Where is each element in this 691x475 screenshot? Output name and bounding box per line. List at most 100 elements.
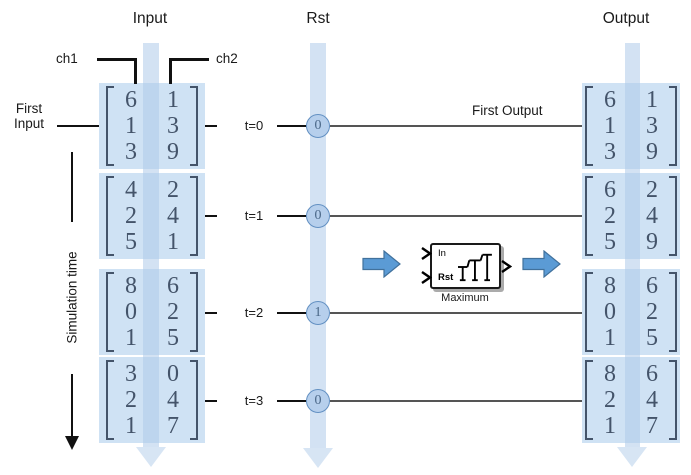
output-band-arrowhead — [617, 447, 647, 467]
input-column-header: Input — [132, 10, 168, 27]
matrix-column-ch2: 0 4 7 — [159, 361, 187, 439]
matrix-column-ch1: 6 1 3 — [596, 87, 624, 165]
matrix-column-ch1: 8 0 1 — [117, 273, 145, 351]
matrix-left-bracket — [106, 272, 114, 352]
time-label-t1: t=1 — [244, 208, 264, 223]
matrix-cell: 8 — [125, 273, 137, 299]
signal-line — [277, 312, 306, 314]
ch2-label: ch2 — [216, 51, 238, 66]
matrix-cell: 5 — [604, 229, 616, 255]
matrix-column-ch1: 8 0 1 — [596, 273, 624, 351]
matrix-cell: 1 — [125, 413, 137, 439]
matrix-cell: 2 — [604, 387, 616, 413]
matrix-right-bracket — [190, 360, 198, 440]
first-input-line1: First — [15, 101, 43, 116]
matrix-cell: 6 — [604, 87, 616, 113]
matrix-column-ch2: 2 4 9 — [638, 177, 666, 255]
matrix-cell: 3 — [125, 139, 137, 165]
matrix-cell: 8 — [604, 273, 616, 299]
matrix-cell: 4 — [646, 387, 658, 413]
matrix-column-ch2: 1 3 9 — [638, 87, 666, 165]
input-matrix-t3: 3 2 1 0 4 7 — [99, 357, 205, 443]
matrix-cell: 9 — [646, 229, 658, 255]
simulation-time-arrowhead — [65, 436, 79, 450]
first-input-line2: Input — [13, 116, 45, 131]
matrix-cell: 1 — [604, 113, 616, 139]
matrix-cell: 6 — [604, 177, 616, 203]
rst-band-arrowhead — [303, 448, 333, 468]
matrix-cell: 3 — [125, 361, 137, 387]
right-flow-arrow-icon — [522, 250, 561, 278]
rst-signal-band — [310, 43, 326, 449]
matrix-left-bracket — [106, 86, 114, 166]
matrix-cell: 0 — [604, 299, 616, 325]
matrix-column-ch1: 4 2 5 — [117, 177, 145, 255]
ch1-label: ch1 — [56, 51, 78, 66]
matrix-cell: 6 — [125, 87, 137, 113]
matrix-cell: 1 — [646, 87, 658, 113]
output-column-header: Output — [602, 10, 650, 27]
signal-line — [330, 125, 582, 127]
input-matrix-t2: 8 0 1 6 2 5 — [99, 269, 205, 355]
first-input-label: First Input — [4, 101, 54, 131]
simulation-time-axis-upper — [71, 152, 73, 222]
rst-port-chevron-icon — [421, 271, 432, 284]
signal-line — [277, 400, 306, 402]
output-matrix-t1: 6 2 5 2 4 9 — [582, 173, 680, 259]
matrix-cell: 3 — [646, 113, 658, 139]
signal-line — [277, 215, 306, 217]
signal-line — [330, 312, 582, 314]
output-port-chevron-icon — [501, 260, 512, 273]
block-port-in-label: In — [438, 248, 446, 259]
matrix-cell: 4 — [167, 387, 179, 413]
signal-line — [330, 400, 582, 402]
matrix-left-bracket — [585, 86, 593, 166]
matrix-cell: 5 — [167, 325, 179, 351]
matrix-cell: 9 — [646, 139, 658, 165]
matrix-cell: 8 — [604, 361, 616, 387]
matrix-cell: 4 — [125, 177, 137, 203]
rst-value-t1: 0 — [306, 204, 330, 228]
matrix-cell: 0 — [167, 361, 179, 387]
matrix-cell: 9 — [167, 139, 179, 165]
input-matrix-t1: 4 2 5 2 4 1 — [99, 173, 205, 259]
matrix-left-bracket — [585, 176, 593, 256]
matrix-right-bracket — [190, 176, 198, 256]
matrix-right-bracket — [669, 86, 677, 166]
matrix-right-bracket — [190, 86, 198, 166]
rst-value-t0: 0 — [306, 114, 330, 138]
signal-line — [205, 125, 217, 127]
matrix-cell: 1 — [125, 113, 137, 139]
matrix-column-ch1: 6 2 5 — [596, 177, 624, 255]
matrix-right-bracket — [669, 176, 677, 256]
matrix-column-ch2: 1 3 9 — [159, 87, 187, 165]
left-flow-arrow-icon — [362, 250, 401, 278]
matrix-cell: 5 — [646, 325, 658, 351]
matrix-left-bracket — [585, 272, 593, 352]
maximum-block-caption: Maximum — [441, 292, 489, 304]
rst-column-header: Rst — [306, 10, 330, 27]
signal-line — [205, 312, 217, 314]
matrix-right-bracket — [669, 272, 677, 352]
matrix-cell: 2 — [125, 387, 137, 413]
matrix-cell: 6 — [646, 361, 658, 387]
matrix-cell: 1 — [125, 325, 137, 351]
matrix-column-ch2: 6 4 7 — [638, 361, 666, 439]
signal-line — [330, 215, 582, 217]
rst-value-t3: 0 — [306, 389, 330, 413]
input-port-chevron-icon — [421, 247, 432, 260]
output-matrix-t0: 6 1 3 1 3 9 — [582, 83, 680, 169]
block-port-rst-label: Rst — [438, 272, 454, 283]
matrix-cell: 1 — [167, 229, 179, 255]
matrix-cell: 3 — [167, 113, 179, 139]
first-output-label: First Output — [472, 103, 543, 118]
input-band-arrowhead — [136, 447, 166, 467]
signal-line — [205, 400, 217, 402]
input-matrix-t0: 6 1 3 1 3 9 — [99, 83, 205, 169]
matrix-cell: 3 — [604, 139, 616, 165]
matrix-column-ch1: 8 2 1 — [596, 361, 624, 439]
ch1-connector-horizontal — [97, 58, 137, 61]
matrix-cell: 2 — [646, 299, 658, 325]
matrix-cell: 0 — [125, 299, 137, 325]
